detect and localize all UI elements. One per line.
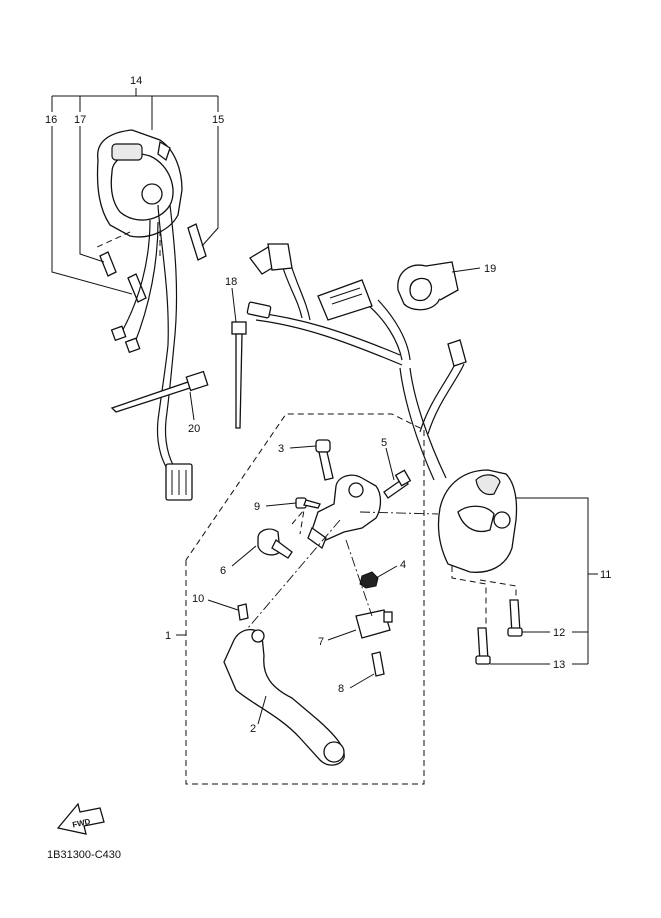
callout-5: 5 [381,437,387,449]
callout-8: 8 [338,683,344,695]
callout-7: 7 [318,636,324,648]
callout-12: 12 [553,627,565,639]
fwd-label: FWD [72,817,92,830]
callout-2: 2 [250,723,256,735]
callout-15: 15 [212,114,224,126]
fwd-arrow-icon: FWD [56,802,105,835]
callout-18: 18 [225,276,237,288]
callout-17: 17 [74,114,86,126]
callout-20: 20 [188,423,200,435]
callout-16: 16 [45,114,57,126]
callout-labels: 14 16 17 15 18 19 20 3 5 9 6 4 10 1 7 8 … [45,75,611,735]
callout-14: 14 [130,75,142,87]
right-handlebar-switch [437,469,523,665]
callout-10: 10 [192,593,204,605]
callout-19: 19 [484,263,496,275]
cable-tie-20 [110,370,209,413]
callout-13: 13 [553,659,565,671]
callout-9: 9 [254,501,260,513]
callout-11: 11 [600,569,611,581]
left-handlebar-switch [94,129,207,501]
leader-lines [51,88,598,725]
wire-harness [246,243,467,481]
lever-assembly [185,413,439,785]
cable-tie-18 [231,321,247,429]
clamp-19 [397,261,459,311]
callout-1: 1 [165,630,171,642]
callout-3: 3 [278,443,284,455]
callout-6: 6 [220,565,226,577]
diagram-code: 1B31300-C430 [47,849,121,861]
callout-4: 4 [400,559,406,571]
